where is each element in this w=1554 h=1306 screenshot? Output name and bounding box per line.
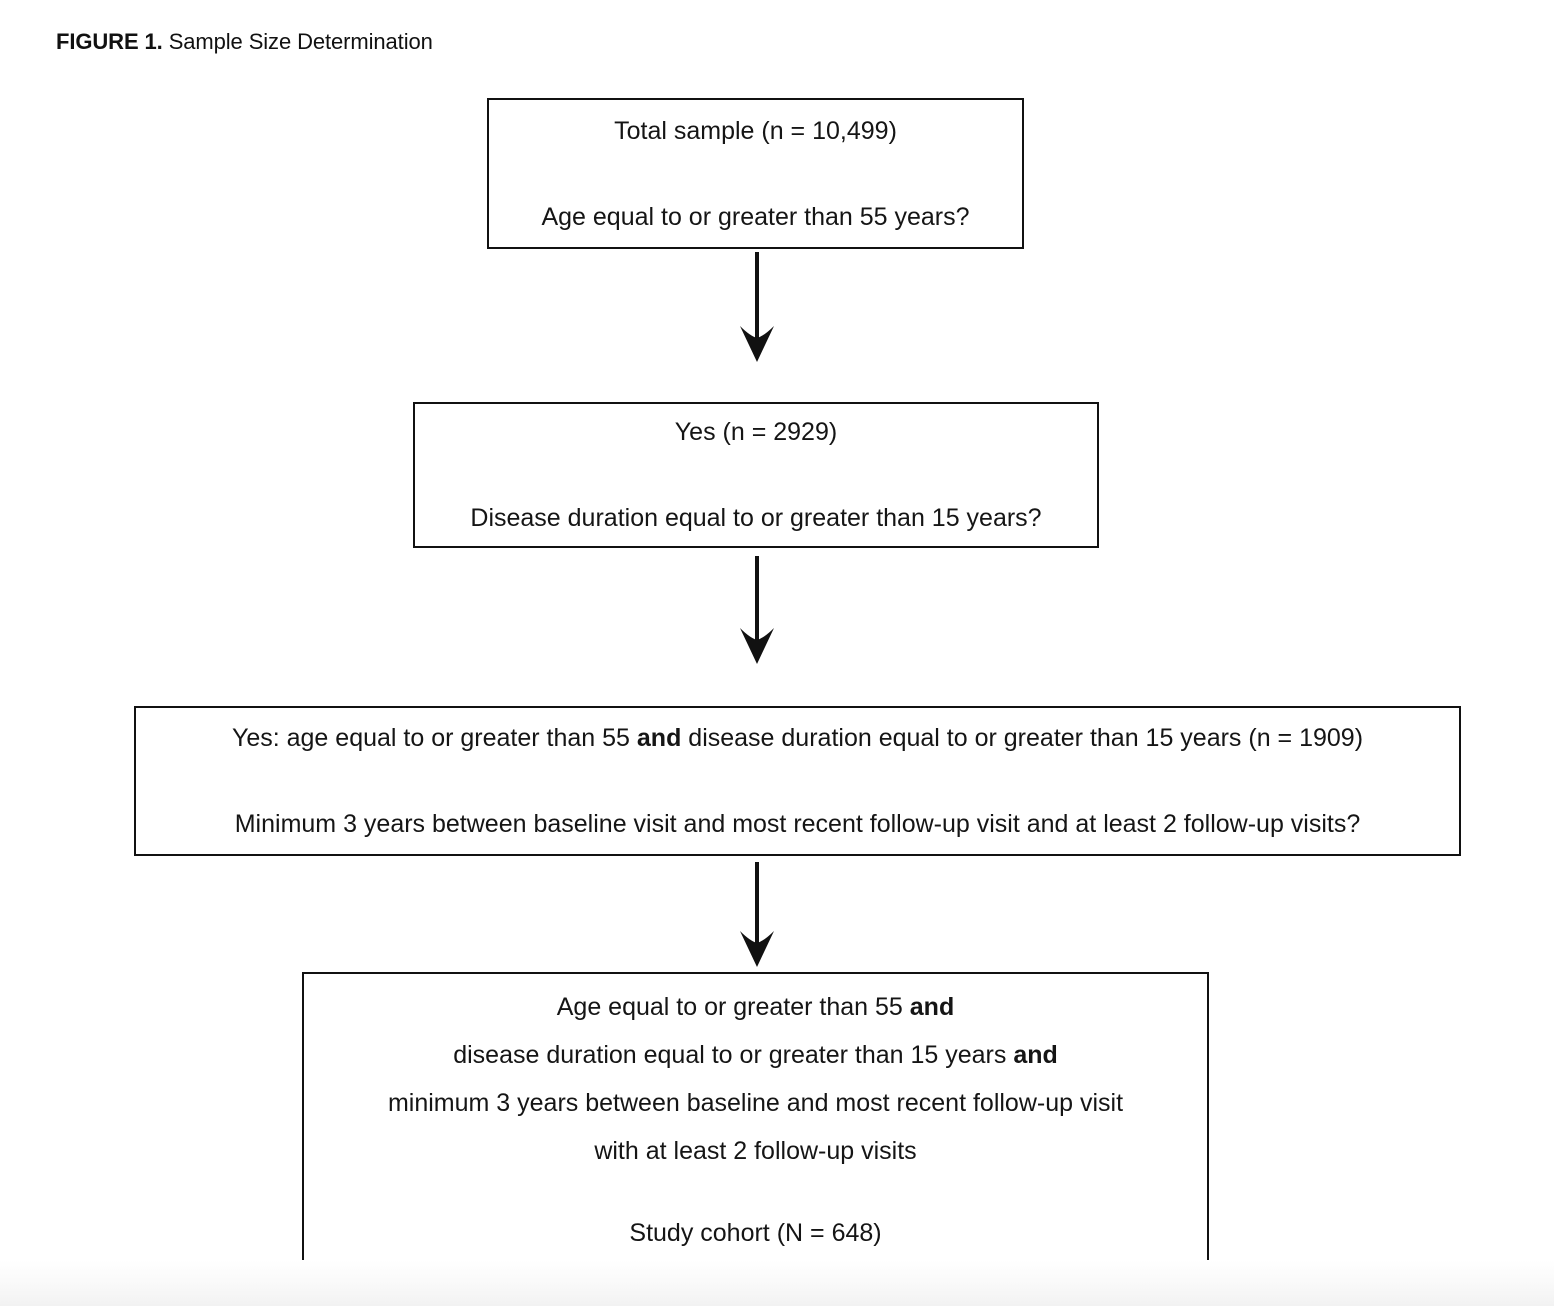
duration-yes-count-part1: Yes: age equal to or greater than 55 [231,724,637,752]
study-cohort-criterion-age-text: Age equal to or greater than 55 [556,992,910,1021]
arrow-down-icon-2 [727,556,787,664]
study-cohort-total: Study cohort (N = 648) [629,1218,882,1247]
study-cohort-and-2: and [1013,1040,1058,1069]
page-title: Sample Size Determination [168,29,433,54]
age-yes-count: Yes (n = 2929) [674,418,838,446]
study-cohort-criterion-duration: disease duration equal to or greater tha… [453,1038,1058,1072]
study-cohort-criterion-followup-span: minimum 3 years between baseline and mos… [387,1088,1124,1117]
figure-label: FIGURE 1. [56,29,163,54]
duration-yes-count-part2: disease duration equal to or greater tha… [681,724,1364,752]
total-sample-count: Total sample (n = 10,499) [614,116,897,145]
arrow-down-icon-3 [727,862,787,967]
flow-node-duration-yes: Yes: age equal to or greater than 55 and… [134,706,1461,856]
age-yes-question: Disease duration equal to or greater tha… [470,504,1042,532]
study-cohort-criterion-age: Age equal to or greater than 55 and [557,990,954,1024]
flow-node-study-cohort: Age equal to or greater than 55 and dise… [302,972,1209,1267]
flow-node-total-sample: Total sample (n = 10,499) Age equal to o… [487,98,1024,249]
duration-yes-count-and: and [636,724,682,752]
study-cohort-and-1: and [909,992,955,1021]
study-cohort-criterion-followup-count: with at least 2 follow-up visits [594,1136,917,1165]
total-sample-question: Age equal to or greater than 55 years? [541,202,970,231]
study-cohort-criterion-duration-text: disease duration equal to or greater tha… [453,1040,1014,1069]
duration-yes-question: Minimum 3 years between baseline visit a… [234,810,1361,838]
duration-yes-count: Yes: age equal to or greater than 55 and… [232,721,1363,755]
figure-caption: FIGURE 1.Sample Size Determination [56,27,433,57]
arrow-down-icon-1 [727,252,787,362]
flow-node-age-yes: Yes (n = 2929) Disease duration equal to… [413,402,1099,548]
